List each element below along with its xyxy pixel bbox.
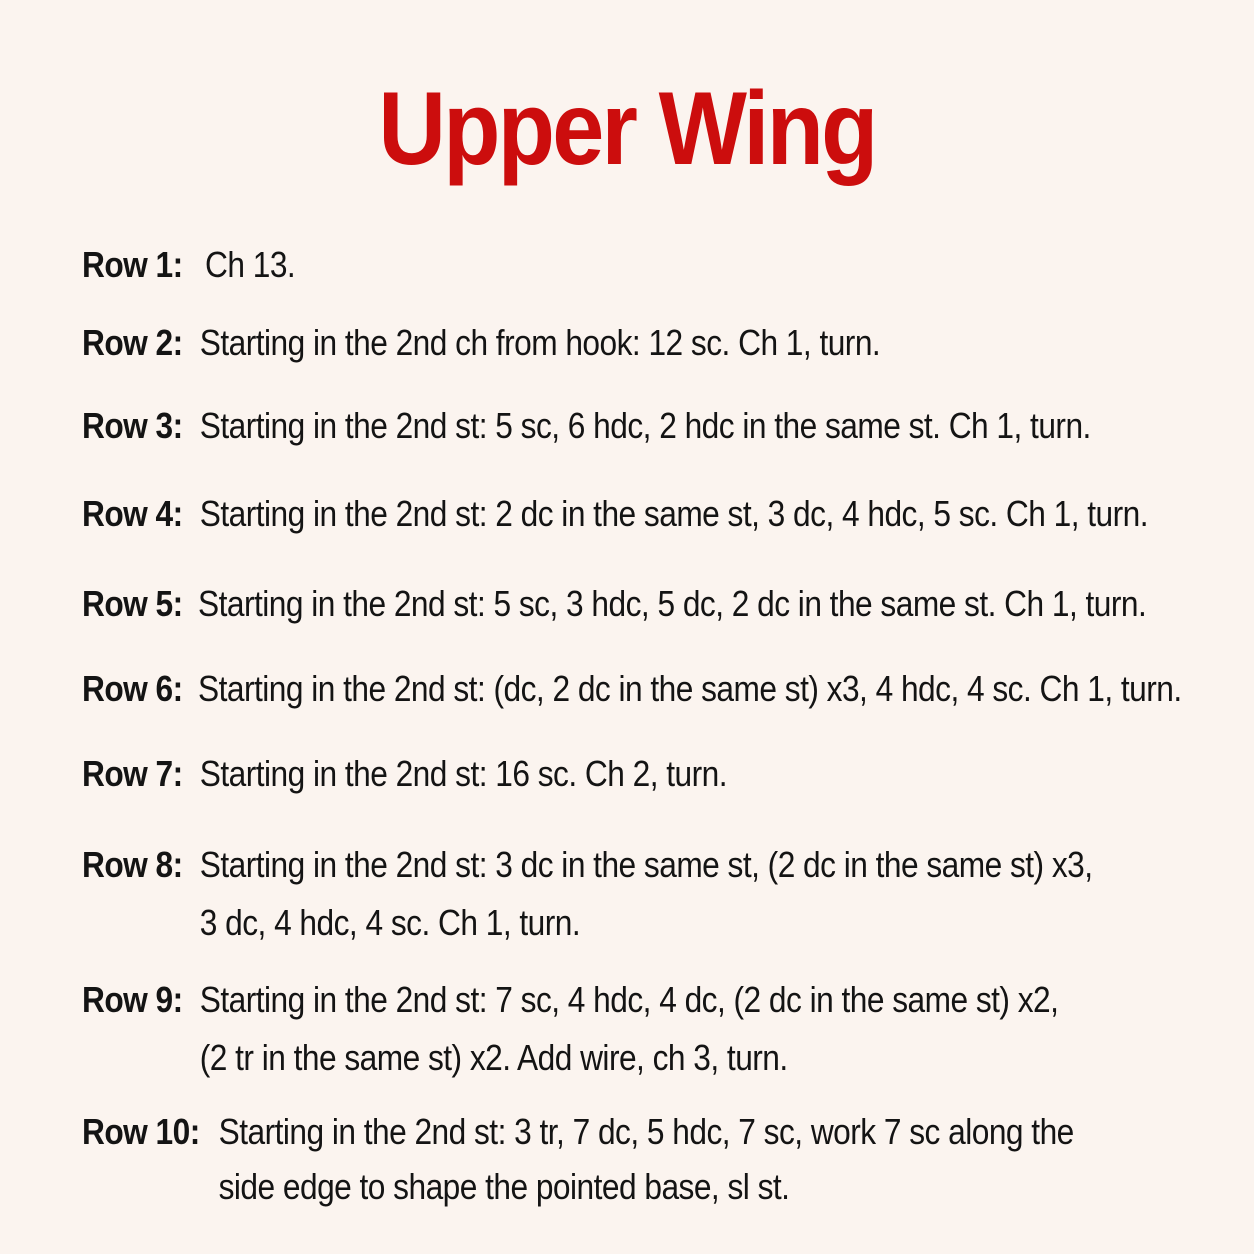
row-instructions: Starting in the 2nd st: 16 sc. Ch 2, tur… [199, 753, 728, 794]
pattern-row-4: Row 4: Starting in the 2nd st: 2 dc in t… [82, 485, 1149, 543]
row-instructions: Starting in the 2nd st: 5 sc, 3 hdc, 5 d… [197, 583, 1147, 624]
row-instructions: Starting in the 2nd st: 3 tr, 7 dc, 5 hd… [218, 1111, 1075, 1207]
row-label: Row 5: [82, 583, 183, 624]
row-label: Row 4: [82, 493, 183, 534]
row-label: Row 8: [82, 844, 183, 885]
row-instructions: Starting in the 2nd st: 3 dc in the same… [199, 844, 1093, 943]
row-label: Row 2: [82, 322, 183, 363]
row-instructions: Starting in the 2nd ch from hook: 12 sc.… [199, 322, 881, 363]
row-label: Row 6: [82, 668, 183, 709]
pattern-row-6: Row 6: Starting in the 2nd st: (dc, 2 dc… [82, 660, 1182, 718]
page-title: Upper Wing [378, 71, 878, 187]
row-label: Row 7: [82, 753, 183, 794]
row-label: Row 10: [82, 1111, 200, 1152]
row-label: Row 1: [82, 244, 183, 285]
row-instructions: Ch 13. [205, 244, 296, 285]
pattern-row-8: Row 8: Starting in the 2nd st: 3 dc in t… [82, 836, 1093, 952]
pattern-row-5: Row 5: Starting in the 2nd st: 5 sc, 3 h… [82, 575, 1147, 633]
pattern-row-9: Row 9: Starting in the 2nd st: 7 sc, 4 h… [82, 971, 1059, 1087]
row-instructions: Starting in the 2nd st: 7 sc, 4 hdc, 4 d… [199, 979, 1059, 1078]
row-label: Row 3: [82, 405, 183, 446]
row-instructions: Starting in the 2nd st: 5 sc, 6 hdc, 2 h… [199, 405, 1092, 446]
pattern-row-2: Row 2: Starting in the 2nd ch from hook:… [82, 314, 881, 372]
pattern-row-7: Row 7: Starting in the 2nd st: 16 sc. Ch… [82, 745, 728, 803]
pattern-row-10: Row 10: Starting in the 2nd st: 3 tr, 7 … [82, 1104, 1074, 1214]
row-instructions: Starting in the 2nd st: (dc, 2 dc in the… [197, 668, 1182, 709]
row-instructions: Starting in the 2nd st: 2 dc in the same… [199, 493, 1149, 534]
pattern-row-3: Row 3: Starting in the 2nd st: 5 sc, 6 h… [82, 397, 1091, 455]
row-label: Row 9: [82, 979, 183, 1020]
pattern-row-1: Row 1: Ch 13. [82, 236, 296, 294]
